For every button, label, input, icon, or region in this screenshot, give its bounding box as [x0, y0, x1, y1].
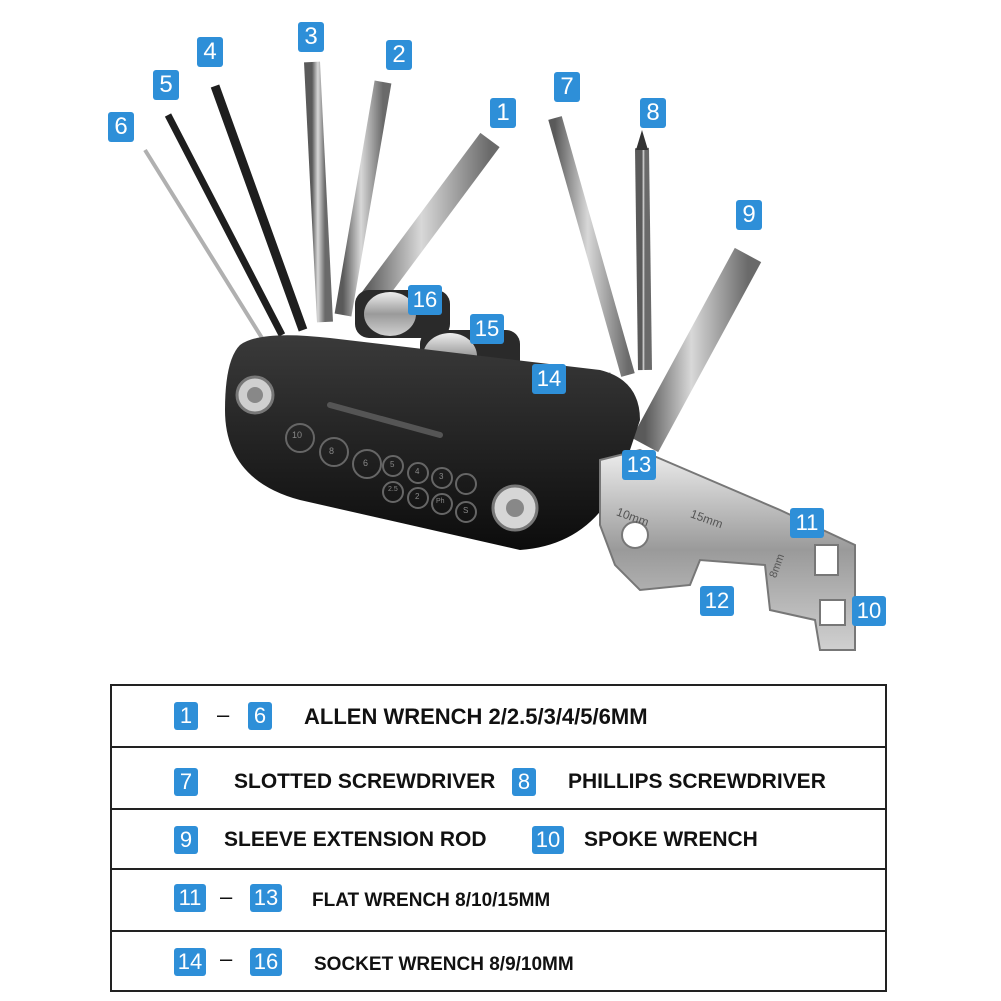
callout-14: 14: [532, 364, 566, 394]
legend-badge: 10: [532, 826, 564, 854]
flat-wrench: [599, 448, 856, 651]
legend-label: SLOTTED SCREWDRIVER: [234, 770, 496, 793]
callout-1: 1: [490, 98, 516, 128]
legend-table: 1 – 6 ALLEN WRENCH 2/2.5/3/4/5/6MM 7 SLO…: [110, 684, 887, 992]
legend-badge-to: 6: [248, 702, 272, 730]
allen-keys: [143, 61, 500, 340]
legend-label: SPOKE WRENCH: [584, 828, 758, 851]
callout-7: 7: [554, 72, 580, 102]
legend-label: SOCKET WRENCH 8/9/10MM: [314, 954, 574, 975]
legend-dash: –: [217, 702, 230, 727]
callout-2: 2: [386, 40, 412, 70]
legend-badge-to: 13: [250, 884, 282, 912]
callout-9: 9: [736, 200, 762, 230]
callout-12: 12: [700, 586, 734, 616]
legend-row-flat-wrench: 11 – 13 FLAT WRENCH 8/10/15MM: [112, 870, 885, 932]
legend-badge-to: 16: [250, 948, 282, 976]
legend-row-allen: 1 – 6 ALLEN WRENCH 2/2.5/3/4/5/6MM: [112, 686, 885, 748]
legend-row-screwdrivers: 7 SLOTTED SCREWDRIVER 8 PHILLIPS SCREWDR…: [112, 748, 885, 810]
legend-label: SLEEVE EXTENSION ROD: [224, 828, 487, 851]
legend-label: FLAT WRENCH 8/10/15MM: [312, 890, 551, 911]
legend-badge: 9: [174, 826, 198, 854]
callout-3: 3: [298, 22, 324, 52]
legend-badge-from: 14: [174, 948, 206, 976]
callout-4: 4: [197, 37, 223, 67]
callout-10: 10: [852, 596, 886, 626]
legend-badge: 8: [512, 768, 536, 796]
callout-11: 11: [790, 508, 824, 538]
legend-row-socket-wrench: 14 – 16 SOCKET WRENCH 8/9/10MM: [112, 932, 885, 992]
legend-label: PHILLIPS SCREWDRIVER: [568, 770, 826, 793]
legend-badge-from: 1: [174, 702, 198, 730]
engravings: [285, 423, 477, 523]
callout-8: 8: [640, 98, 666, 128]
legend-badge-from: 11: [174, 884, 206, 912]
legend-label: ALLEN WRENCH 2/2.5/3/4/5/6MM: [304, 704, 648, 729]
legend-row-extension: 9 SLEEVE EXTENSION ROD 10 SPOKE WRENCH: [112, 810, 885, 870]
callout-15: 15: [470, 314, 504, 344]
legend-dash: –: [220, 884, 233, 909]
legend-dash: –: [220, 946, 233, 971]
callout-16: 16: [408, 285, 442, 315]
callout-13: 13: [622, 450, 656, 480]
screwdriver-bits: [548, 116, 762, 453]
callout-5: 5: [153, 70, 179, 100]
callout-6: 6: [108, 112, 134, 142]
legend-badge: 7: [174, 768, 198, 796]
